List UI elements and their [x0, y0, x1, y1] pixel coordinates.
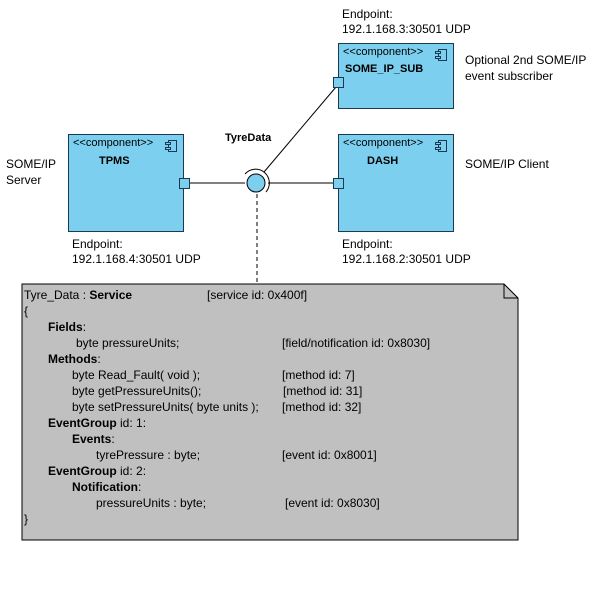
component-some-ip-sub[interactable]: <<component>> SOME_IP_SUB — [338, 43, 454, 109]
component-icon — [435, 49, 447, 61]
service-name: Tyre_Data : — [24, 288, 90, 302]
methods-heading: Methods: — [48, 352, 101, 366]
eventgroup-1-id: id: 1: — [116, 416, 147, 430]
service-stereotype: Service — [89, 288, 133, 302]
endpoint-dash-address: 192.1.168.2:30501 UDP — [342, 252, 471, 266]
field-1-id: [field/notification id: 0x8030] — [282, 336, 431, 350]
open-brace: { — [24, 304, 29, 318]
notification-1: pressureUnits : byte; — [96, 496, 207, 510]
endpoint-sub-title: Endpoint: — [342, 7, 393, 21]
interface-label: TyreData — [225, 132, 272, 144]
method-1: byte Read_Fault( void ); — [72, 368, 201, 382]
endpoint-dash-title: Endpoint: — [342, 237, 393, 251]
methods-colon: : — [97, 352, 101, 366]
notification-1-id: [event id: 0x8030] — [285, 496, 380, 510]
endpoint-tpms-address: 192.1.168.4:30501 UDP — [72, 252, 201, 266]
eventgroup-2-id: id: 2: — [116, 464, 147, 478]
service-title: Tyre_Data : Service — [24, 288, 132, 302]
sub-connector — [263, 86, 337, 173]
fields-label: Fields — [48, 320, 83, 334]
method-3: byte setPressureUnits( byte units ); — [72, 400, 259, 414]
service-note-shape — [21, 283, 519, 541]
component-icon — [165, 140, 177, 152]
eventgroup-1-heading: EventGroup id: 1: — [48, 416, 146, 430]
endpoint-sub-address: 192.1.168.3:30501 UDP — [342, 22, 471, 36]
fields-heading: Fields: — [48, 320, 86, 334]
optional-label-line2: event subscriber — [465, 69, 554, 83]
method-3-id: [method id: 32] — [282, 400, 362, 414]
fields-colon: : — [82, 320, 87, 334]
component-icon — [435, 140, 447, 152]
event-1: tyrePressure : byte; — [96, 448, 201, 462]
eventgroup-1-label: EventGroup — [48, 416, 117, 430]
note-fold — [503, 284, 518, 299]
stereotype-label: <<component>> — [343, 46, 424, 58]
eventgroup-2-heading: EventGroup id: 2: — [48, 464, 146, 478]
client-label: SOME/IP Client — [465, 157, 549, 171]
endpoint-tpms-title: Endpoint: — [72, 237, 123, 251]
component-name: SOME_IP_SUB — [345, 63, 424, 75]
component-name: TPMS — [99, 155, 130, 167]
port-tpms[interactable] — [179, 178, 190, 189]
notification-label: Notification — [72, 480, 138, 494]
eventgroup-2-label: EventGroup — [48, 464, 117, 478]
events-colon: : — [111, 432, 115, 446]
component-name: DASH — [367, 155, 399, 167]
notification-heading: Notification: — [72, 480, 141, 494]
port-dash[interactable] — [333, 178, 344, 189]
method-2: byte getPressureUnits(); — [72, 384, 202, 398]
events-label: Events — [72, 432, 112, 446]
close-brace: } — [24, 512, 29, 526]
notification-colon: : — [138, 480, 142, 494]
server-label-line2: Server — [6, 173, 42, 187]
field-1: byte pressureUnits; — [76, 336, 180, 350]
method-1-id: [method id: 7] — [282, 368, 355, 382]
interface-socket — [244, 168, 270, 193]
optional-label-line1: Optional 2nd SOME/IP — [465, 53, 587, 67]
interface-ball — [246, 173, 266, 193]
service-id: [service id: 0x400f] — [207, 288, 308, 302]
methods-label: Methods — [48, 352, 98, 366]
server-label-line1: SOME/IP — [6, 157, 57, 171]
stereotype-label: <<component>> — [343, 137, 424, 149]
stereotype-label: <<component>> — [73, 137, 154, 149]
method-2-id: [method id: 31] — [283, 384, 363, 398]
component-dash[interactable]: <<component>> DASH — [338, 134, 454, 232]
events-heading: Events: — [72, 432, 115, 446]
event-1-id: [event id: 0x8001] — [282, 448, 377, 462]
component-tpms[interactable]: <<component>> TPMS — [68, 134, 184, 232]
port-some-ip-sub[interactable] — [333, 77, 344, 88]
